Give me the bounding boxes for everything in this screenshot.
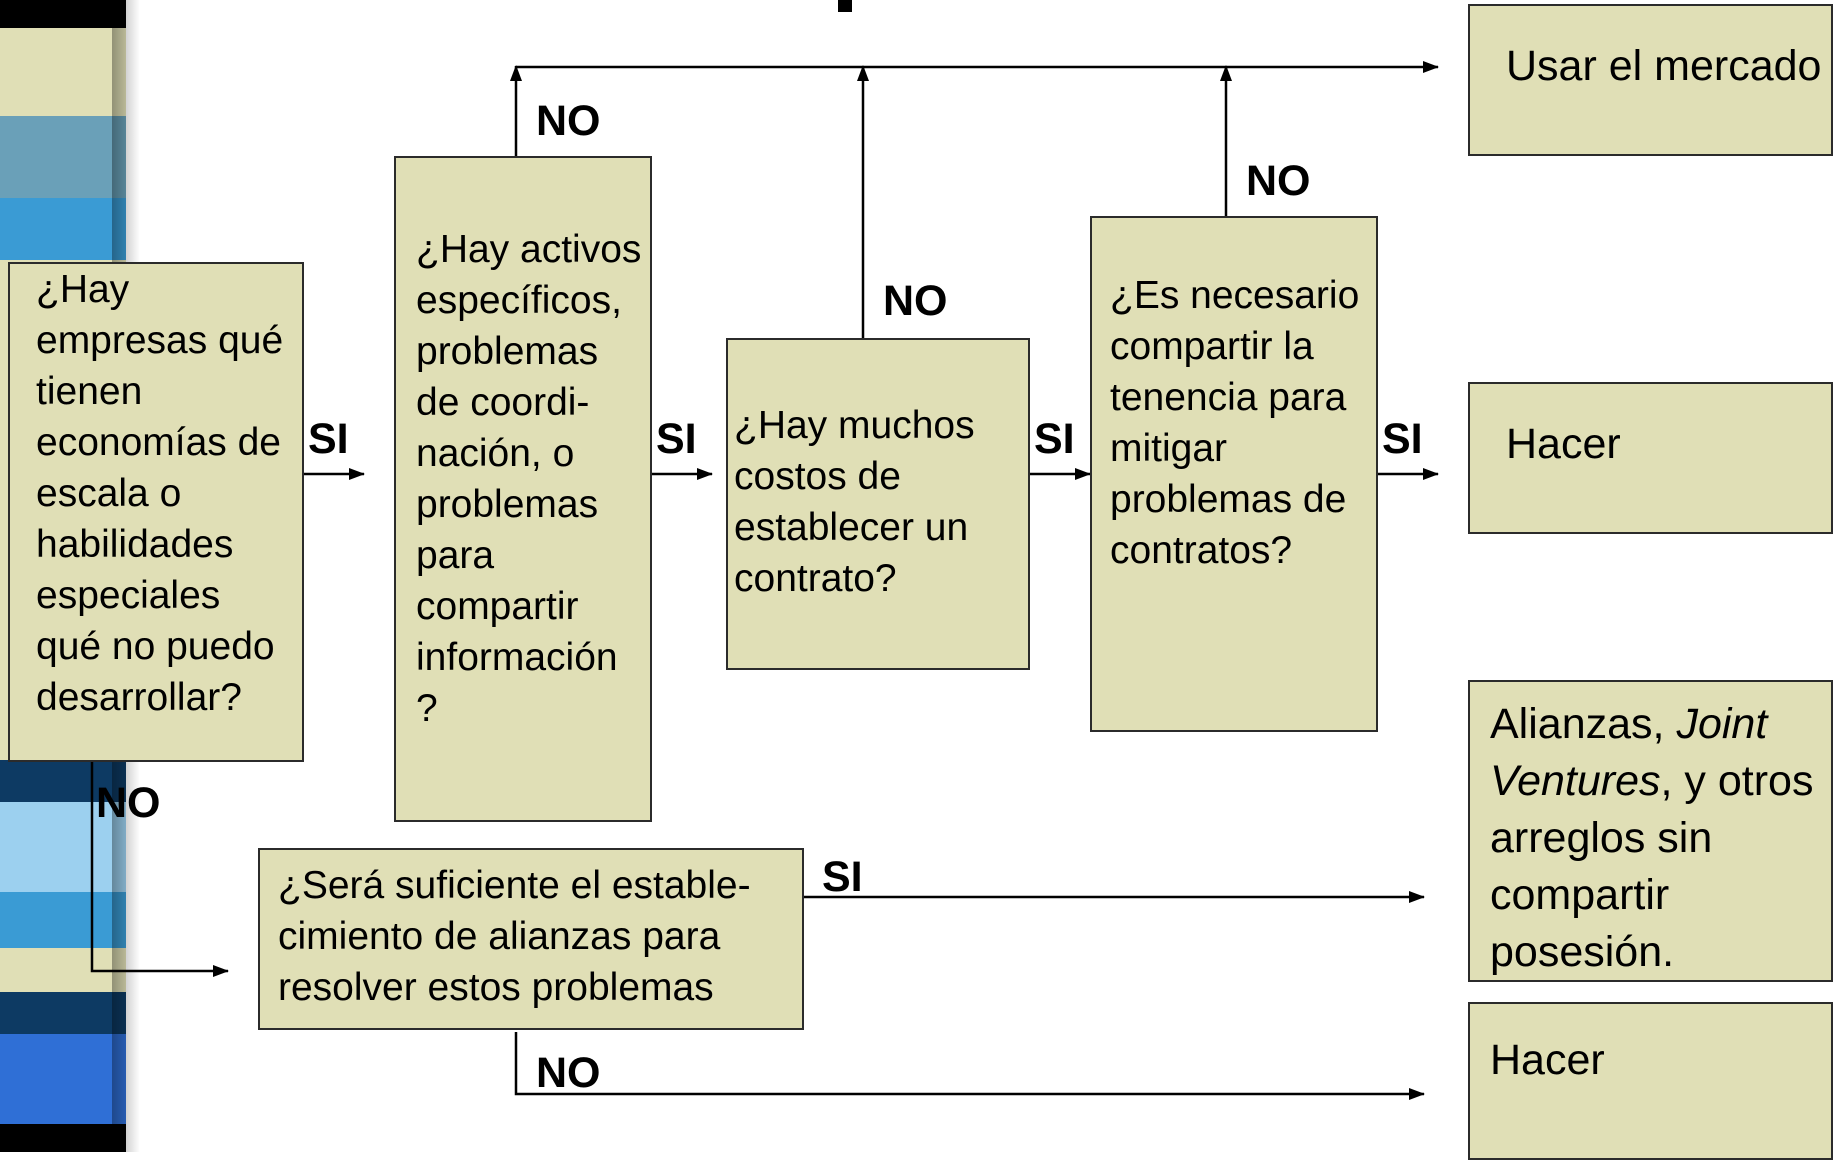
outcome-make-box-2: Hacer (1468, 1002, 1833, 1160)
stripe (0, 992, 126, 1034)
stripe (0, 1124, 126, 1152)
stripe (0, 1034, 126, 1064)
label-si-share: SI (1382, 415, 1423, 463)
stripe (0, 116, 126, 198)
question-costs-text: ¿Hay muchos costos de establecer un cont… (734, 404, 975, 600)
question-assets-box: ¿Hay activos específicos, problemas de c… (394, 156, 652, 822)
question-share-text: ¿Es necesario compartir la tenencia para… (1110, 274, 1360, 572)
outcome-market-text: Usar el mercado (1506, 42, 1822, 90)
question-assets-text: ¿Hay activos específicos, problemas de c… (416, 228, 642, 730)
label-si-costs: SI (1034, 415, 1075, 463)
question-economies-box: ¿Hay empresas qué tienen economías de es… (8, 262, 304, 762)
arrow-economies-no (90, 756, 229, 977)
label-no-share: NO (1246, 157, 1311, 205)
outcome-market-box: Usar el mercado (1468, 4, 1833, 156)
stripe (0, 28, 126, 116)
stripe (0, 198, 126, 260)
outcome-make-text-2: Hacer (1490, 1036, 1605, 1084)
stripe (0, 892, 126, 948)
cropped-title-fragment (838, 0, 852, 12)
stripe (0, 1064, 126, 1124)
outcome-alliances-box: Alianzas, Joint Ventures, y otros arregl… (1468, 680, 1833, 982)
question-costs-box: ¿Hay muchos costos de establecer un cont… (726, 338, 1030, 670)
stripe (0, 0, 126, 28)
label-no-assets: NO (536, 97, 601, 145)
label-si-economies: SI (308, 415, 349, 463)
outcome-alliances-text-em: Joint Ventures (1490, 700, 1768, 805)
label-no-alliances: NO (536, 1049, 601, 1097)
outcome-alliances-text-pre: Alianzas, (1490, 700, 1677, 748)
outcome-make-box-1: Hacer (1468, 382, 1833, 534)
label-no-economies: NO (96, 779, 161, 827)
question-alliances-text: ¿Será suficiente el estable-cimiento de … (278, 864, 751, 1009)
stripe (0, 802, 126, 892)
label-si-assets: SI (656, 415, 697, 463)
question-economies-text: ¿Hay empresas qué tienen economías de es… (36, 268, 284, 719)
arrow-alliances-no (514, 1032, 1425, 1100)
label-no-costs: NO (883, 277, 948, 325)
outcome-make-text-1: Hacer (1506, 420, 1621, 468)
stripe (0, 760, 126, 802)
outcome-alliances-text-post: , y otros arreglos sin compartir posesió… (1490, 757, 1814, 976)
outcome-alliances-text: Alianzas, Joint Ventures, y otros arregl… (1490, 696, 1825, 981)
question-alliances-box: ¿Será suficiente el estable-cimiento de … (258, 848, 804, 1030)
label-si-alliances: SI (822, 853, 863, 901)
question-share-box: ¿Es necesario compartir la tenencia para… (1090, 216, 1378, 732)
